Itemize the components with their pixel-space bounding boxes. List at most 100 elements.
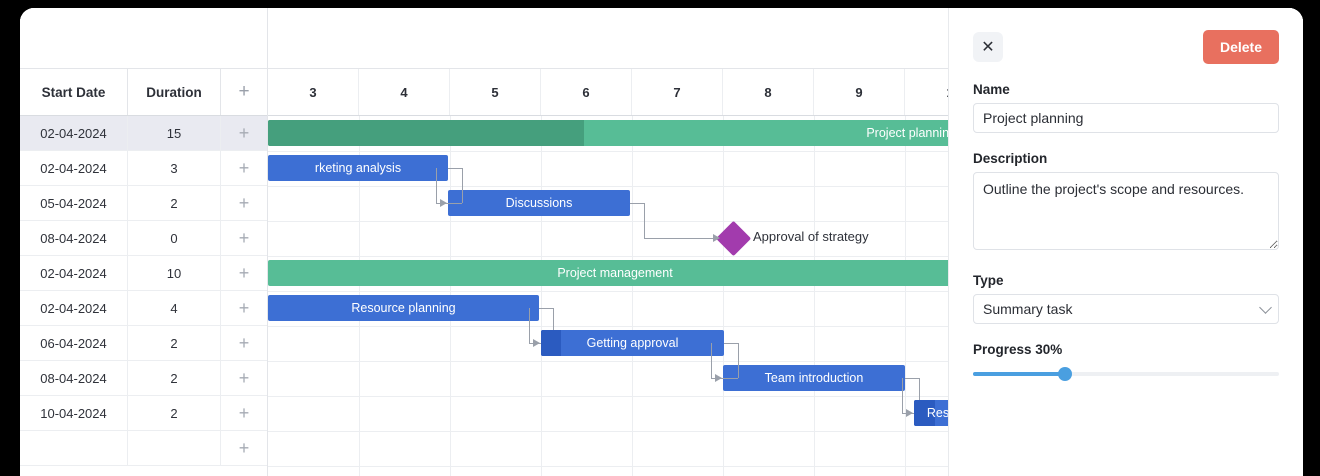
gantt-bar-label: rketing analysis [314,161,402,175]
gantt-bar-label: Project planning [866,126,956,140]
dependency-link [448,168,462,169]
add-row-icon[interactable]: + [238,192,250,213]
row-gridline [268,291,1303,292]
timeline-scale-cell: 9 [814,69,905,115]
row-gridline [268,151,1303,152]
row-gridline [268,186,1303,187]
gantt-bar-progress [914,400,935,426]
dependency-arrow [906,409,913,417]
column-header-duration[interactable]: Duration [128,69,221,115]
cell-start-date: 02-04-2024 [20,256,128,290]
type-select[interactable]: Summary task [973,294,1279,324]
grid-toolbar [20,8,267,68]
slider-thumb[interactable] [1057,367,1072,381]
dependency-link [539,308,553,309]
cell-duration: 4 [128,291,221,325]
timeline-scale-cell: 7 [632,69,723,115]
gantt-bar[interactable]: rketing analysis [268,155,448,181]
add-row-icon[interactable]: + [238,157,250,178]
row-gridline [268,326,1303,327]
cell-start-date: 10-04-2024 [20,396,128,430]
gantt-bar[interactable]: Resource planning [268,295,539,321]
dependency-link [553,308,554,343]
row-gridline [268,431,1303,432]
cell-duration: 2 [128,326,221,360]
milestone-label: Approval of strategy [753,229,869,244]
row-gridline [268,361,1303,362]
dependency-link [529,308,530,343]
cell-duration: 10 [128,256,221,290]
column-header-start-date[interactable]: Start Date [20,69,128,115]
cell-start-date: 05-04-2024 [20,186,128,220]
cell-duration: 3 [128,151,221,185]
grid-header-row: Start Date Duration + [20,68,267,116]
dependency-link [738,343,739,378]
gantt-bar[interactable]: Discussions [448,190,630,216]
gantt-bar[interactable]: Project management [268,260,962,286]
type-label: Type [973,273,1004,288]
add-row-icon[interactable]: + [238,297,250,318]
cell-start-date: 02-04-2024 [20,116,128,150]
add-row-icon[interactable]: + [238,437,250,458]
gantt-bar-label: Team introduction [764,371,864,385]
gantt-bar[interactable]: Team introduction [723,365,905,391]
slider-track [973,372,1279,376]
add-row-icon[interactable]: + [238,262,250,283]
column-gridline [814,116,815,476]
name-field[interactable] [973,103,1279,133]
timeline-scale-cell: 6 [541,69,632,115]
cell-duration: 15 [128,116,221,150]
add-column-icon[interactable]: + [238,81,250,102]
add-row-icon[interactable]: + [238,227,250,248]
task-editor-panel: ✕ Delete Name Description Outline the pr… [948,8,1303,476]
progress-slider[interactable] [973,365,1279,383]
gantt-bar-label: Res [926,406,950,420]
cell-start-date: 02-04-2024 [20,151,128,185]
add-row-icon[interactable]: + [238,402,250,423]
type-select-wrapper: Summary task [973,294,1279,324]
add-row-icon[interactable]: + [238,332,250,353]
name-label: Name [973,82,1010,97]
dependency-link [711,378,738,379]
description-field[interactable]: Outline the project's scope and resource… [973,172,1279,250]
row-gridline [268,396,1303,397]
timeline-scale-cell: 8 [723,69,814,115]
dependency-link [462,168,463,203]
cell-duration: 2 [128,396,221,430]
description-label: Description [973,151,1048,166]
column-gridline [723,116,724,476]
timeline-scale-cell: 5 [450,69,541,115]
add-row-icon[interactable]: + [238,367,250,388]
cell-start-date: 08-04-2024 [20,361,128,395]
dependency-arrow [715,374,722,382]
slider-fill [973,372,1065,376]
dependency-arrow [533,339,540,347]
dependency-link [711,378,715,379]
milestone-diamond[interactable] [715,220,752,257]
dependency-link [724,343,738,344]
dependency-link [436,203,462,204]
cell-start-date [20,431,128,465]
table-row[interactable]: + [20,431,267,466]
timeline-scale-cell: 3 [268,69,359,115]
add-row-icon[interactable]: + [238,122,250,143]
dependency-link [644,203,645,238]
gantt-bar[interactable]: Project planning [268,120,962,146]
delete-button[interactable]: Delete [1202,30,1279,64]
gantt-bar[interactable]: Getting approval [541,330,724,356]
close-icon[interactable]: ✕ [973,32,1003,62]
dependency-link [630,203,644,204]
gantt-bar-label: Resource planning [351,301,456,315]
